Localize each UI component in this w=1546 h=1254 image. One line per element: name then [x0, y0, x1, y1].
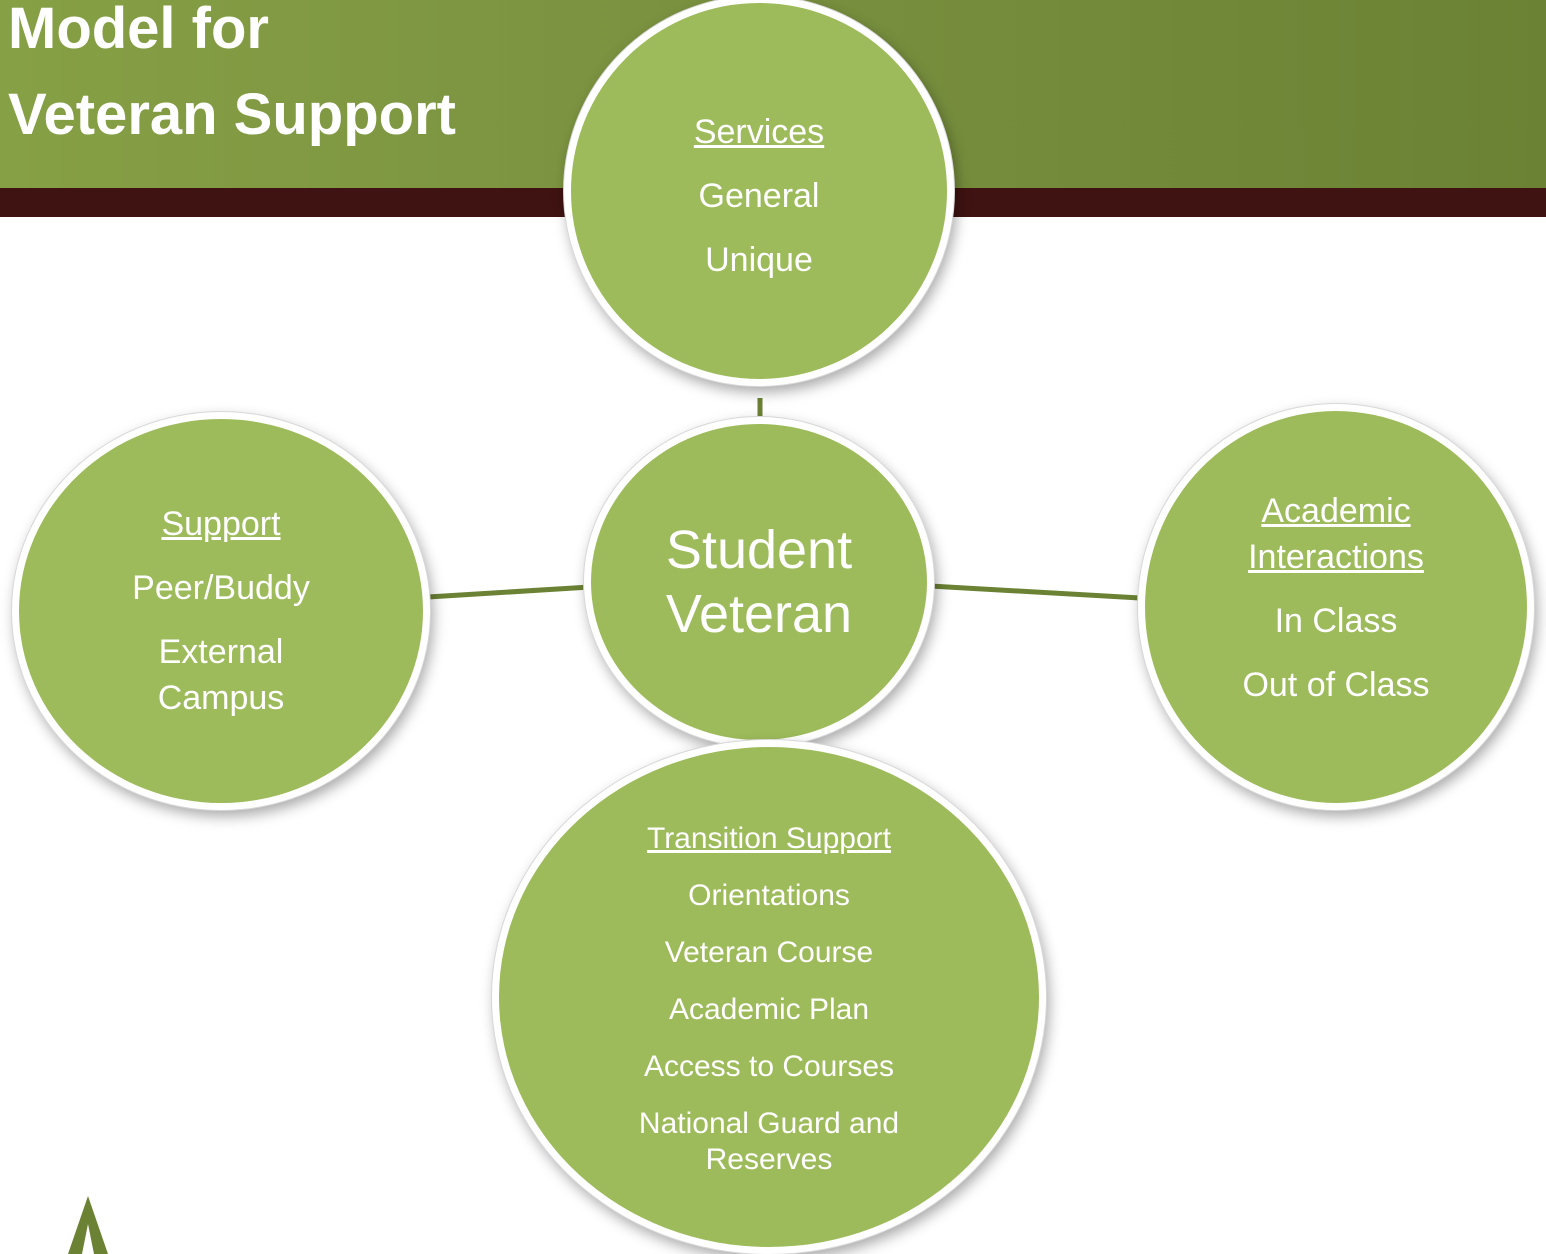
center-label-line-2: Veteran — [665, 584, 853, 644]
title-line-1: Model for — [8, 0, 269, 61]
transition-heading: Transition Support — [646, 822, 891, 855]
academic-interactions-circle: Academic Interactions In Class Out of Cl… — [1138, 404, 1534, 810]
transition-item: Academic Plan — [668, 993, 870, 1026]
academic-item: Out of Class — [1242, 666, 1430, 704]
support-item: Campus — [157, 679, 285, 717]
green-triangle-logo-icon — [68, 1196, 108, 1254]
services-item: Unique — [705, 241, 813, 279]
support-item: Peer/Buddy — [132, 569, 310, 607]
title-line-2: Veteran Support — [8, 82, 456, 147]
support-circle: Support Peer/Buddy External Campus — [12, 412, 430, 810]
support-item: External — [158, 633, 284, 671]
transition-item: Veteran Course — [664, 936, 874, 969]
transition-item: Access to Courses — [643, 1050, 895, 1083]
page-title: Model for Veteran Support — [8, 0, 456, 158]
transition-support-circle: Transition Support Orientations Veteran … — [492, 740, 1046, 1254]
center-label-line-1: Student — [665, 520, 853, 580]
services-item: General — [698, 177, 820, 215]
academic-item: In Class — [1274, 602, 1398, 640]
services-circle: Services General Unique — [564, 0, 954, 386]
transition-item: National Guard and Reserves — [638, 1107, 900, 1176]
student-veteran-circle: Student Veteran — [584, 417, 934, 747]
support-heading: Support — [161, 505, 281, 543]
connector-academic — [929, 583, 1141, 601]
academic-heading-line-2: Interactions — [1248, 538, 1424, 576]
transition-item: Orientations — [688, 879, 850, 912]
connector-support — [427, 584, 591, 600]
services-heading: Services — [693, 113, 825, 151]
academic-heading-line-1: Academic — [1261, 492, 1411, 530]
